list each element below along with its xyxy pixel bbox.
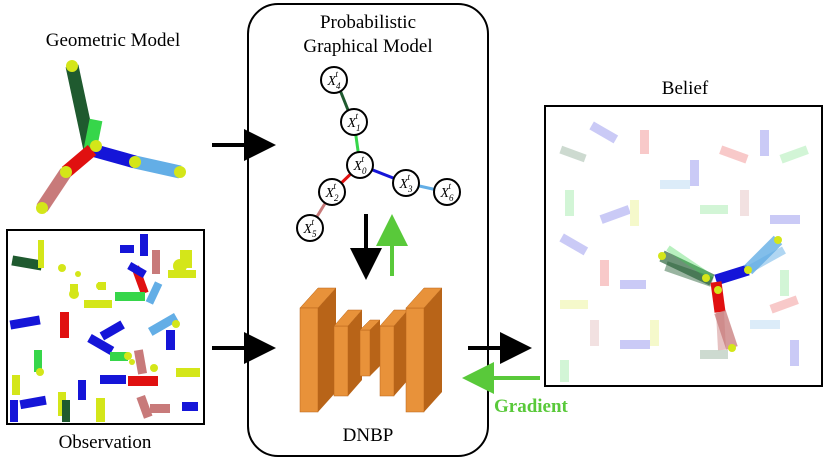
svg-text:X5t: X5 t xyxy=(302,217,317,239)
svg-text:X2t: X2 t xyxy=(324,181,339,203)
pgm-node-x5: X5 t xyxy=(296,214,324,242)
node-base: X xyxy=(324,186,334,201)
node-sup: t xyxy=(312,217,315,227)
pgm-node-x6: X6 t xyxy=(433,178,461,206)
node-sub: 6 xyxy=(449,193,454,203)
node-sub: 3 xyxy=(407,184,413,194)
pgm-title-line2: Graphical Model xyxy=(303,36,433,57)
pgm-node-x3: X3 t xyxy=(392,169,420,197)
node-sup: t xyxy=(362,154,365,164)
node-sub: 4 xyxy=(336,81,341,91)
svg-text:X1t: X1 t xyxy=(346,111,360,133)
svg-text:X6t: X6 t xyxy=(439,181,454,203)
node-sup: t xyxy=(449,181,452,191)
node-sup: t xyxy=(356,111,359,121)
pgm-node-x0: X0 t xyxy=(346,151,374,179)
node-sub: 2 xyxy=(334,193,339,203)
pgm-dnbp-container xyxy=(247,3,489,457)
observation-image xyxy=(6,229,205,425)
node-sup: t xyxy=(334,181,337,191)
node-sub: 0 xyxy=(362,166,367,176)
node-sub: 1 xyxy=(356,123,361,133)
node-base: X xyxy=(352,159,362,174)
node-sup: t xyxy=(408,172,411,182)
belief-label: Belief xyxy=(661,78,709,99)
geometric-model-label: Geometric Model xyxy=(45,30,181,51)
node-base: X xyxy=(398,177,408,192)
observation-label: Observation xyxy=(58,432,152,453)
pgm-title-line1: Probabilistic xyxy=(319,12,417,33)
node-sup: t xyxy=(336,69,339,79)
node-base: X xyxy=(302,222,312,237)
dnbp-label: DNBP xyxy=(342,425,394,446)
pgm-node-x1: X1 t xyxy=(340,108,368,136)
pgm-node-x2: X2 t xyxy=(318,178,346,206)
dnbp-network xyxy=(299,287,443,413)
belief-skeleton xyxy=(658,235,786,352)
gradient-label: Gradient xyxy=(494,396,568,417)
belief-image xyxy=(544,105,823,387)
node-base: X xyxy=(346,116,356,131)
svg-text:X4t: X4 t xyxy=(326,69,341,91)
svg-text:X0t: X0 t xyxy=(352,154,367,176)
svg-text:X3t: X3 t xyxy=(398,172,413,194)
pgm-node-x4: X4 t xyxy=(320,66,348,94)
geometric-model-figure xyxy=(36,60,186,214)
node-sub: 5 xyxy=(312,229,317,239)
node-base: X xyxy=(326,74,336,89)
node-base: X xyxy=(439,186,449,201)
